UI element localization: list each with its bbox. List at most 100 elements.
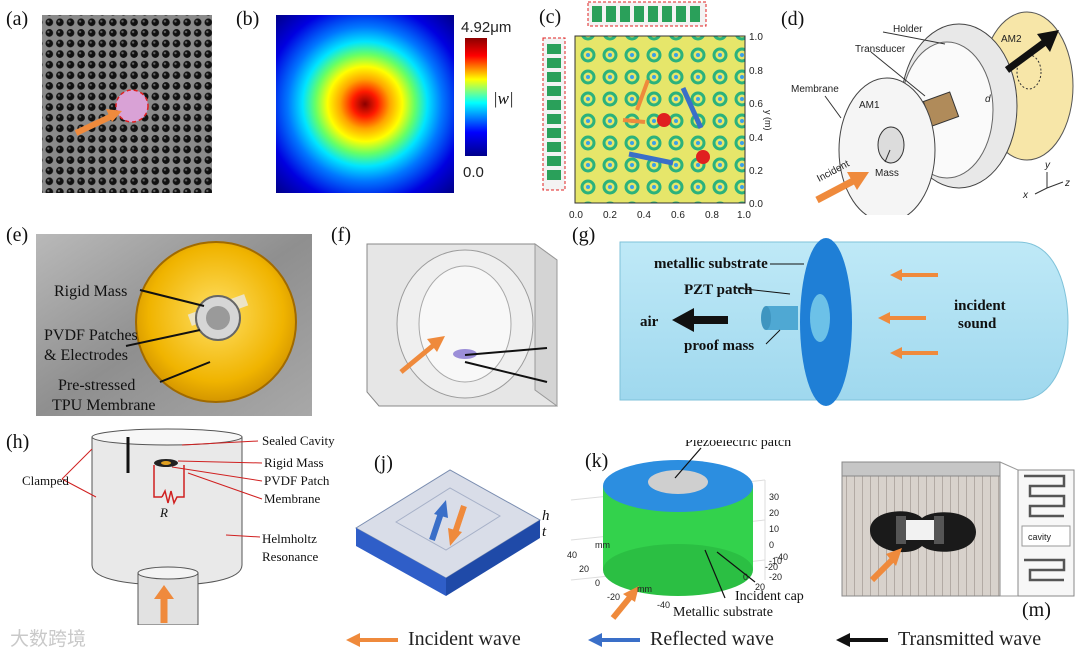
k-ztick-1: 20 (769, 508, 779, 518)
panel-g: (g) metallic substrate PZT patch (568, 222, 1080, 420)
c-ytick-3: 0.4 (749, 133, 763, 144)
c-ytick-0: 1.0 (749, 32, 763, 43)
transducer-assembly: Holder Transducer AM2 Membrane AM1 d Inc… (791, 11, 1074, 215)
k-xtick-3: -20 (607, 592, 620, 602)
label-pvdf-2: & Electrodes (44, 347, 128, 364)
k-mm-1: mm (637, 584, 652, 594)
panel-g-label: (g) (572, 224, 596, 246)
k-ztick-3: 0 (769, 540, 774, 550)
panel-k-label: (k) (585, 450, 609, 472)
label-d: d (985, 94, 991, 105)
legend-incident: Incident wave (346, 628, 521, 651)
resistor-circuit (153, 465, 185, 506)
displacement-field: 4.92μm 0.0 |w| (276, 15, 514, 193)
legend-transmitted-label: Transmitted wave (898, 628, 1042, 650)
panel-a: (a) (0, 0, 220, 205)
label-piezo-k: Piezoelectric patch (685, 440, 791, 450)
incident-arrow-c (635, 79, 650, 111)
helmholtz-harvester: R Sealed Cavity Rigid Mass PVDF Patch Me… (22, 428, 335, 625)
c-ytick-5: 0.0 (749, 199, 763, 210)
label-h-j: h (542, 508, 550, 524)
c-y-axis-label: y (m) (763, 110, 773, 131)
colorbar (465, 38, 487, 156)
plate-side-right (446, 520, 540, 596)
label-sealed: Sealed Cavity (262, 433, 335, 448)
label-tpu-1: Pre-stressed (58, 377, 135, 394)
label-pvdf-h: PVDF Patch (264, 473, 330, 488)
k-mm-2: mm (595, 540, 610, 550)
label-am1: AM1 (859, 100, 880, 111)
label-cavity-m: cavity (1028, 532, 1052, 542)
label-rigid-mass: Rigid Mass (54, 283, 127, 300)
k-ytick-1: 0 (743, 572, 748, 582)
orange-arrow-c2 (622, 118, 646, 124)
electrode-leads (464, 347, 548, 356)
c-xtick-5: 1.0 (737, 210, 751, 221)
watermark: 大数跨境 (10, 628, 87, 650)
axis-x: x (1022, 190, 1029, 201)
panel-j: (j) h t (350, 440, 565, 610)
incident-arrow (74, 113, 114, 136)
k-xtick-4: -40 (657, 600, 670, 610)
mass (877, 126, 905, 164)
reflected-wave-arrow-icon (588, 632, 640, 647)
c-xtick-3: 0.6 (671, 210, 685, 221)
reflected-arrow-c1 (680, 86, 704, 130)
label-metallic-g: metallic substrate (654, 256, 768, 272)
label-helm-2: Resonance (262, 549, 319, 564)
panel-e-label: (e) (6, 224, 29, 246)
label-am2: AM2 (1001, 34, 1022, 45)
incident-arrow-k (610, 594, 634, 620)
panel-b-label: (b) (236, 8, 260, 30)
incident-arrow-m (869, 555, 897, 583)
c-ytick-4: 0.2 (749, 166, 763, 177)
panel-d-label: (d) (781, 8, 805, 30)
label-mass: Mass (875, 168, 899, 179)
piezo-cylinder: Piezoelectric patch Incident cap Metalli… (567, 440, 804, 620)
panel-h-label: (h) (6, 431, 30, 453)
defect-region (115, 89, 149, 123)
legend-reflected-label: Reflected wave (650, 628, 774, 650)
colorbar-symbol: |w| (493, 89, 514, 108)
metamaterial-plate (42, 15, 212, 193)
legend: Incident wave Reflected wave Transmitted… (0, 624, 1080, 656)
incident-arrow-d (815, 176, 857, 204)
label-clamped: Clamped (22, 473, 69, 488)
panel-d: (d) Holder Transducer AM2 Membrane AM1 d… (775, 0, 1080, 215)
plate-top (355, 469, 541, 579)
label-transducer: Transducer (855, 44, 906, 55)
legend-reflected: Reflected wave (588, 628, 774, 651)
scatterer-2 (696, 150, 710, 164)
label-rigid-h: Rigid Mass (264, 455, 324, 470)
panel-f: (f) (325, 222, 565, 420)
c-xtick-1: 0.2 (603, 210, 617, 221)
panel-f-label: (f) (331, 224, 351, 246)
incident-arrow-f (399, 342, 437, 374)
wave-field-plot: y (m) 1.0 0.8 0.6 0.4 0.2 0.0 0.0 0.2 0.… (542, 1, 773, 221)
label-pzt-g: PZT patch (684, 282, 753, 298)
k-ztick-0: 30 (769, 492, 779, 502)
panel-m: cavity (m) (830, 440, 1080, 625)
k-xtick-0: 40 (567, 550, 577, 560)
label-metallic-k: Metallic substrate (673, 605, 773, 620)
structure-top (841, 461, 1001, 477)
label-incident-cap: Incident cap (735, 589, 804, 604)
k-ytick-2: -20 (765, 562, 778, 572)
field-map (276, 15, 454, 193)
label-t-j: t (542, 524, 547, 540)
k-ytick-3: -40 (775, 552, 788, 562)
label-pvdf-1: PVDF Patches (44, 327, 138, 344)
top-cell-inset (587, 1, 707, 27)
transmitted-arrow-d (1004, 39, 1048, 73)
panel-c-label: (c) (539, 6, 562, 28)
scatterer-1 (657, 113, 671, 127)
k-xtick-1: 20 (579, 564, 589, 574)
transmitted-arrow-d-head (1037, 30, 1059, 52)
plate-side-left (356, 528, 446, 596)
label-helm-1: Helmholtz (262, 531, 317, 546)
axis-y: y (1044, 160, 1051, 171)
panel-c: (c) y (m (533, 0, 773, 225)
label-tpu-2: TPU Membrane (52, 397, 156, 414)
panel-k: (k) Piezoelectric patch Incident cap Met… (565, 440, 830, 620)
legend-transmitted: Transmitted wave (836, 628, 1041, 651)
